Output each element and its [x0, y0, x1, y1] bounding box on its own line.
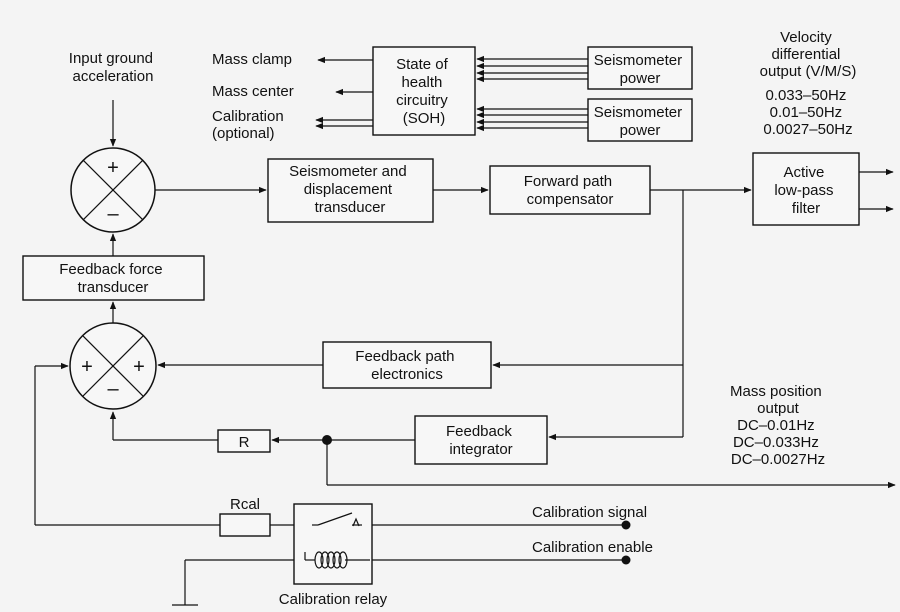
forward-path-compensator-block: Forward path compensator — [489, 165, 651, 215]
feedback-integrator-block: Feedback integrator — [414, 415, 548, 465]
seismometer-transducer-block: Seismometer and displacement transducer — [267, 158, 434, 223]
feedback-force-transducer-block: Feedback force transducer — [22, 255, 205, 301]
mass-position-output-bands: DC–0.01Hz DC–0.033Hz DC–0.0027Hz — [731, 417, 825, 468]
svg-text:Active low-pass fi: Active low-pass filter — [774, 164, 837, 217]
svg-text:State of health ci: State of health circuitry (SOH) — [396, 56, 452, 127]
calibration-signal-label: Calibration signal — [532, 504, 647, 521]
svg-text:R: R — [239, 434, 250, 451]
svg-text:+: + — [133, 356, 145, 378]
summing-junction-top: + – — [70, 147, 156, 233]
svg-text:Seismometer power: Seismometer power — [594, 104, 687, 139]
relay-coil-icon — [304, 551, 370, 569]
calibration-optional-label: Calibration (optional) — [212, 108, 288, 142]
summing-junction-bottom: + + – — [69, 322, 157, 410]
seismometer-power-block-2: Seismometer power — [587, 98, 693, 142]
power-input-arrows — [476, 55, 588, 132]
calibration-relay-label: Calibration relay — [279, 591, 388, 608]
svg-text:Feedback integrator: Feedback integrator — [446, 423, 516, 458]
mass-center-label: Mass center — [212, 83, 294, 100]
svg-text:Forward path compensator: Forward path compensator — [524, 173, 617, 208]
signal-wiring — [34, 100, 896, 606]
mass-position-output-title: Mass position output — [730, 383, 826, 417]
svg-text:–: – — [107, 378, 119, 400]
relay-switch-icon — [312, 512, 362, 527]
seismometer-power-block-1: Seismometer power — [587, 46, 693, 90]
svg-text:Seismometer power: Seismometer power — [594, 52, 687, 87]
svg-text:Seismometer and displace: Seismometer and displacement transducer — [289, 163, 411, 216]
mass-clamp-label: Mass clamp — [212, 51, 292, 68]
calibration-enable-label: Calibration enable — [532, 539, 653, 556]
svg-text:Feedback path electronic: Feedback path electronics — [355, 348, 458, 383]
calibration-relay — [293, 503, 373, 585]
svg-text:Rcal: Rcal — [230, 496, 260, 513]
input-ground-acceleration-label: Input ground acceleration — [69, 50, 157, 85]
active-low-pass-filter-block: Active low-pass filter — [752, 152, 860, 226]
velocity-output-bands: 0.033–50Hz 0.01–50Hz 0.0027–50Hz — [763, 87, 852, 138]
svg-text:+: + — [107, 157, 119, 179]
resistor-rcal: Rcal — [219, 496, 271, 537]
soh-output-arrows — [315, 56, 373, 130]
svg-text:+: + — [81, 356, 93, 378]
velocity-output-title: Velocity differential output (V/M/S) — [760, 29, 857, 80]
soh-block: State of health circuitry (SOH) — [372, 46, 476, 136]
feedback-path-electronics-block: Feedback path electronics — [322, 341, 492, 389]
resistor-r: R — [217, 429, 271, 453]
svg-text:–: – — [107, 203, 119, 225]
svg-text:Feedback force transduce: Feedback force transducer — [59, 261, 167, 296]
